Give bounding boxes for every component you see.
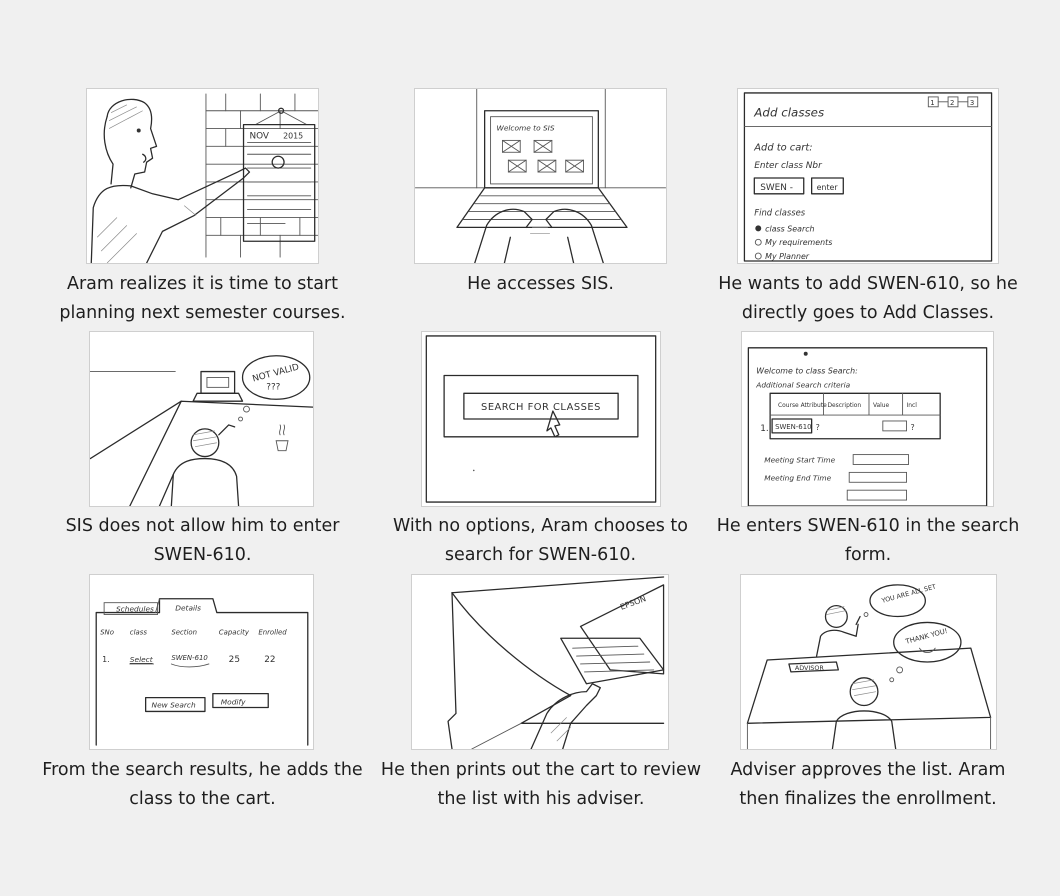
- col-description: Description: [827, 402, 861, 409]
- results-col-sno: SNo: [100, 628, 114, 636]
- search-row-hint-2: ?: [911, 423, 915, 432]
- panel-5-caption: With no options, Aram chooses to search …: [393, 516, 688, 565]
- panel-7-caption: From the search results, he adds the cla…: [42, 760, 363, 809]
- meeting-end-time: Meeting End Time: [764, 473, 831, 482]
- additional-criteria: Additional Search criteria: [755, 380, 850, 389]
- sketch-laptop: Welcome to SIS: [414, 88, 667, 264]
- sketch-printer: EPSON: [411, 574, 669, 750]
- calendar-year: 2015: [283, 131, 303, 140]
- panel-4-caption: SIS does not allow him to enter SWEN-610…: [65, 516, 340, 565]
- sketch-add-classes: Add classes 1 2 3 Add to cart: Enter cla…: [737, 88, 999, 264]
- results-col-section: Section: [171, 628, 197, 636]
- modify-button: Modify: [221, 698, 246, 707]
- col-value: Value: [873, 402, 890, 409]
- step-1: 1: [930, 99, 934, 107]
- meeting-start-time: Meeting Start Time: [764, 456, 835, 465]
- sketch-aram-calendar: NOV 2015: [86, 88, 319, 264]
- enter-class-label: Enter class Nbr: [754, 161, 823, 171]
- sketch-adviser-meeting: ADVISOR YOU ARE ALL SET THANK YOU!: [740, 574, 997, 750]
- thought-not-valid: NOT VALID: [251, 362, 300, 384]
- sketch-laptop-drawing: Welcome to SIS: [415, 89, 666, 263]
- laptop-screen-text: Welcome to SIS: [497, 124, 555, 133]
- search-for-classes-button: SEARCH FOR CLASSES: [481, 402, 601, 413]
- advisor-nameplate: ADVISOR: [795, 664, 825, 672]
- col-course-attribute: Course Attribute: [778, 402, 827, 409]
- tab-details: Details: [175, 604, 201, 613]
- printer-brand: EPSON: [619, 594, 647, 612]
- panel-6-caption: He enters SWEN-610 in the search form.: [716, 516, 1020, 565]
- sketch-search-results: Schedules Details SNo class Section Capa…: [89, 574, 314, 750]
- sketch-search-for-classes-drawing: SEARCH FOR CLASSES: [425, 335, 657, 503]
- results-row-enrolled: 22: [264, 655, 275, 665]
- sketch-search-for-classes: SEARCH FOR CLASSES: [421, 331, 661, 507]
- option-my-requirements: My requirements: [765, 238, 832, 247]
- panel-9-caption: Adviser approves the list. Aram then fin…: [730, 760, 1006, 809]
- sketch-not-valid: NOT VALID ???: [89, 331, 314, 507]
- add-to-cart-label: Add to cart:: [753, 142, 812, 153]
- tab-schedules: Schedules: [116, 605, 154, 614]
- panel-8-caption: He then prints out the cart to review th…: [380, 760, 702, 809]
- new-search-button: New Search: [152, 700, 196, 709]
- sketch-search-results-drawing: Schedules Details SNo class Section Capa…: [95, 598, 309, 746]
- sketch-aram-calendar-drawing: NOV 2015: [90, 93, 318, 263]
- search-row-number: 1.: [760, 424, 768, 434]
- sketch-adviser-meeting-drawing: ADVISOR YOU ARE ALL SET THANK YOU!: [746, 583, 992, 749]
- results-select-link: Select: [130, 655, 154, 664]
- option-my-planner: My Planner: [765, 252, 810, 261]
- add-classes-title: Add classes: [753, 106, 824, 120]
- sketch-add-classes-drawing: Add classes 1 2 3 Add to cart: Enter cla…: [743, 92, 993, 262]
- sketch-class-search-form: Welcome to class Search: Additional Sear…: [741, 331, 994, 507]
- step-2: 2: [950, 99, 954, 107]
- search-row-value: SWEN-610: [775, 423, 811, 431]
- results-row-sno: 1.: [102, 655, 110, 664]
- search-row-hint: ?: [816, 423, 820, 432]
- results-col-capacity: Capacity: [219, 628, 250, 636]
- results-row-section: SWEN-610: [171, 654, 208, 662]
- calendar-title: NOV: [249, 131, 269, 141]
- sketch-printer-drawing: EPSON: [447, 576, 665, 749]
- panel-1-caption: Aram realizes it is time to start planni…: [59, 274, 346, 323]
- col-incl: Incl: [907, 402, 918, 409]
- student-bubble: THANK YOU!: [904, 627, 949, 646]
- results-row-capacity: 25: [229, 655, 240, 665]
- results-col-enrolled: Enrolled: [258, 628, 287, 636]
- find-classes-label: Find classes: [754, 208, 805, 218]
- sketch-not-valid-drawing: NOT VALID ???: [90, 355, 313, 506]
- class-search-welcome: Welcome to class Search:: [756, 367, 858, 376]
- class-number-field: SWEN -: [760, 183, 793, 193]
- thought-question-marks: ???: [266, 382, 280, 392]
- sketch-class-search-form-drawing: Welcome to class Search: Additional Sear…: [747, 347, 988, 506]
- enter-button: enter: [817, 183, 839, 192]
- results-col-class: class: [130, 628, 148, 636]
- panel-2-caption: He accesses SIS.: [467, 274, 614, 294]
- step-3: 3: [970, 99, 974, 107]
- panel-3-caption: He wants to add SWEN-610, so he directly…: [718, 274, 1018, 323]
- option-class-search: class Search: [765, 224, 814, 233]
